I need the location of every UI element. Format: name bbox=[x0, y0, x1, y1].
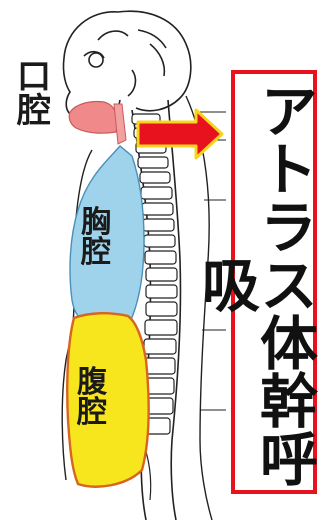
label-mouth-cavity: 口 腔 bbox=[14, 60, 54, 128]
diagram-title: アトラス体幹呼吸 bbox=[235, 78, 313, 490]
title-box: アトラス体幹呼吸 bbox=[231, 70, 317, 494]
label-chest-cavity: 胸 腔 bbox=[78, 208, 114, 268]
label-abdominal-cavity: 腹 腔 bbox=[74, 368, 110, 428]
airway-shape bbox=[114, 104, 126, 144]
mouth-cavity-shape bbox=[69, 101, 118, 133]
